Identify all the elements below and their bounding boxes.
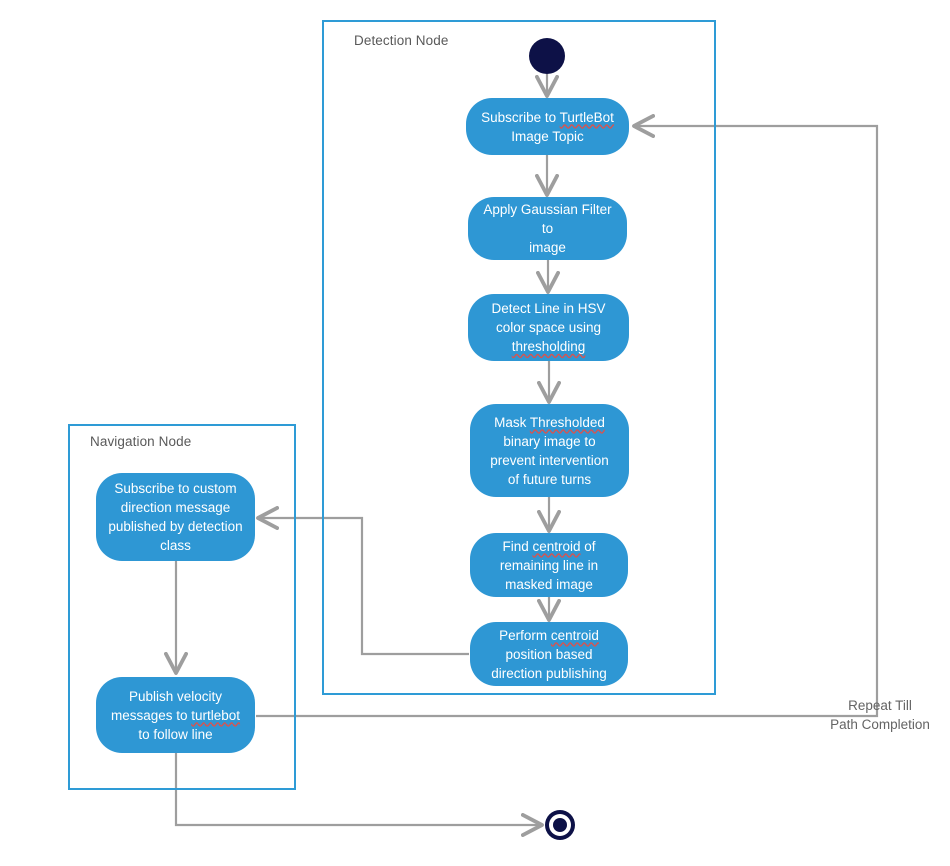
activity-label: Perform centroid position based directio… [491, 627, 607, 681]
activity-label: Publish velocity messages to turtlebot t… [110, 688, 241, 742]
activity-subscribe-direction[interactable]: Subscribe to custom direction message pu… [96, 473, 255, 561]
activity-detect-line-hsv[interactable]: Detect Line in HSV color space using thr… [468, 294, 629, 361]
initial-node[interactable] [529, 38, 565, 74]
activity-gaussian-filter[interactable]: Apply Gaussian Filter to image [468, 197, 627, 260]
final-node-ring-gap [549, 814, 571, 836]
final-node-core [553, 818, 567, 832]
activity-label: Detect Line in HSV color space using thr… [491, 301, 606, 354]
partition-detection-node[interactable] [322, 20, 716, 695]
activity-label: Subscribe to custom direction message pu… [108, 481, 243, 553]
activity-label: Find centroid of remaining line in maske… [499, 538, 599, 592]
partition-navigation-node[interactable] [68, 424, 296, 790]
activity-label: Apply Gaussian Filter to image [483, 202, 612, 255]
final-node[interactable] [545, 810, 575, 840]
partition-detection-node-label: Detection Node [354, 33, 449, 48]
activity-mask-thresholded[interactable]: Mask Thresholded binary image to prevent… [470, 404, 629, 497]
activity-publish-velocity[interactable]: Publish velocity messages to turtlebot t… [96, 677, 255, 753]
activity-label: Mask Thresholded binary image to prevent… [490, 414, 609, 487]
partition-navigation-node-label: Navigation Node [90, 434, 192, 449]
activity-publish-direction[interactable]: Perform centroid position based directio… [470, 622, 628, 686]
activity-subscribe-image-topic[interactable]: Subscribe to TurtleBot Image Topic [466, 98, 629, 155]
activity-find-centroid[interactable]: Find centroid of remaining line in maske… [470, 533, 628, 597]
edge-label-repeat-till-path-completion: Repeat Till Path Completion [830, 698, 930, 732]
activity-label: Subscribe to TurtleBot Image Topic [481, 109, 614, 144]
